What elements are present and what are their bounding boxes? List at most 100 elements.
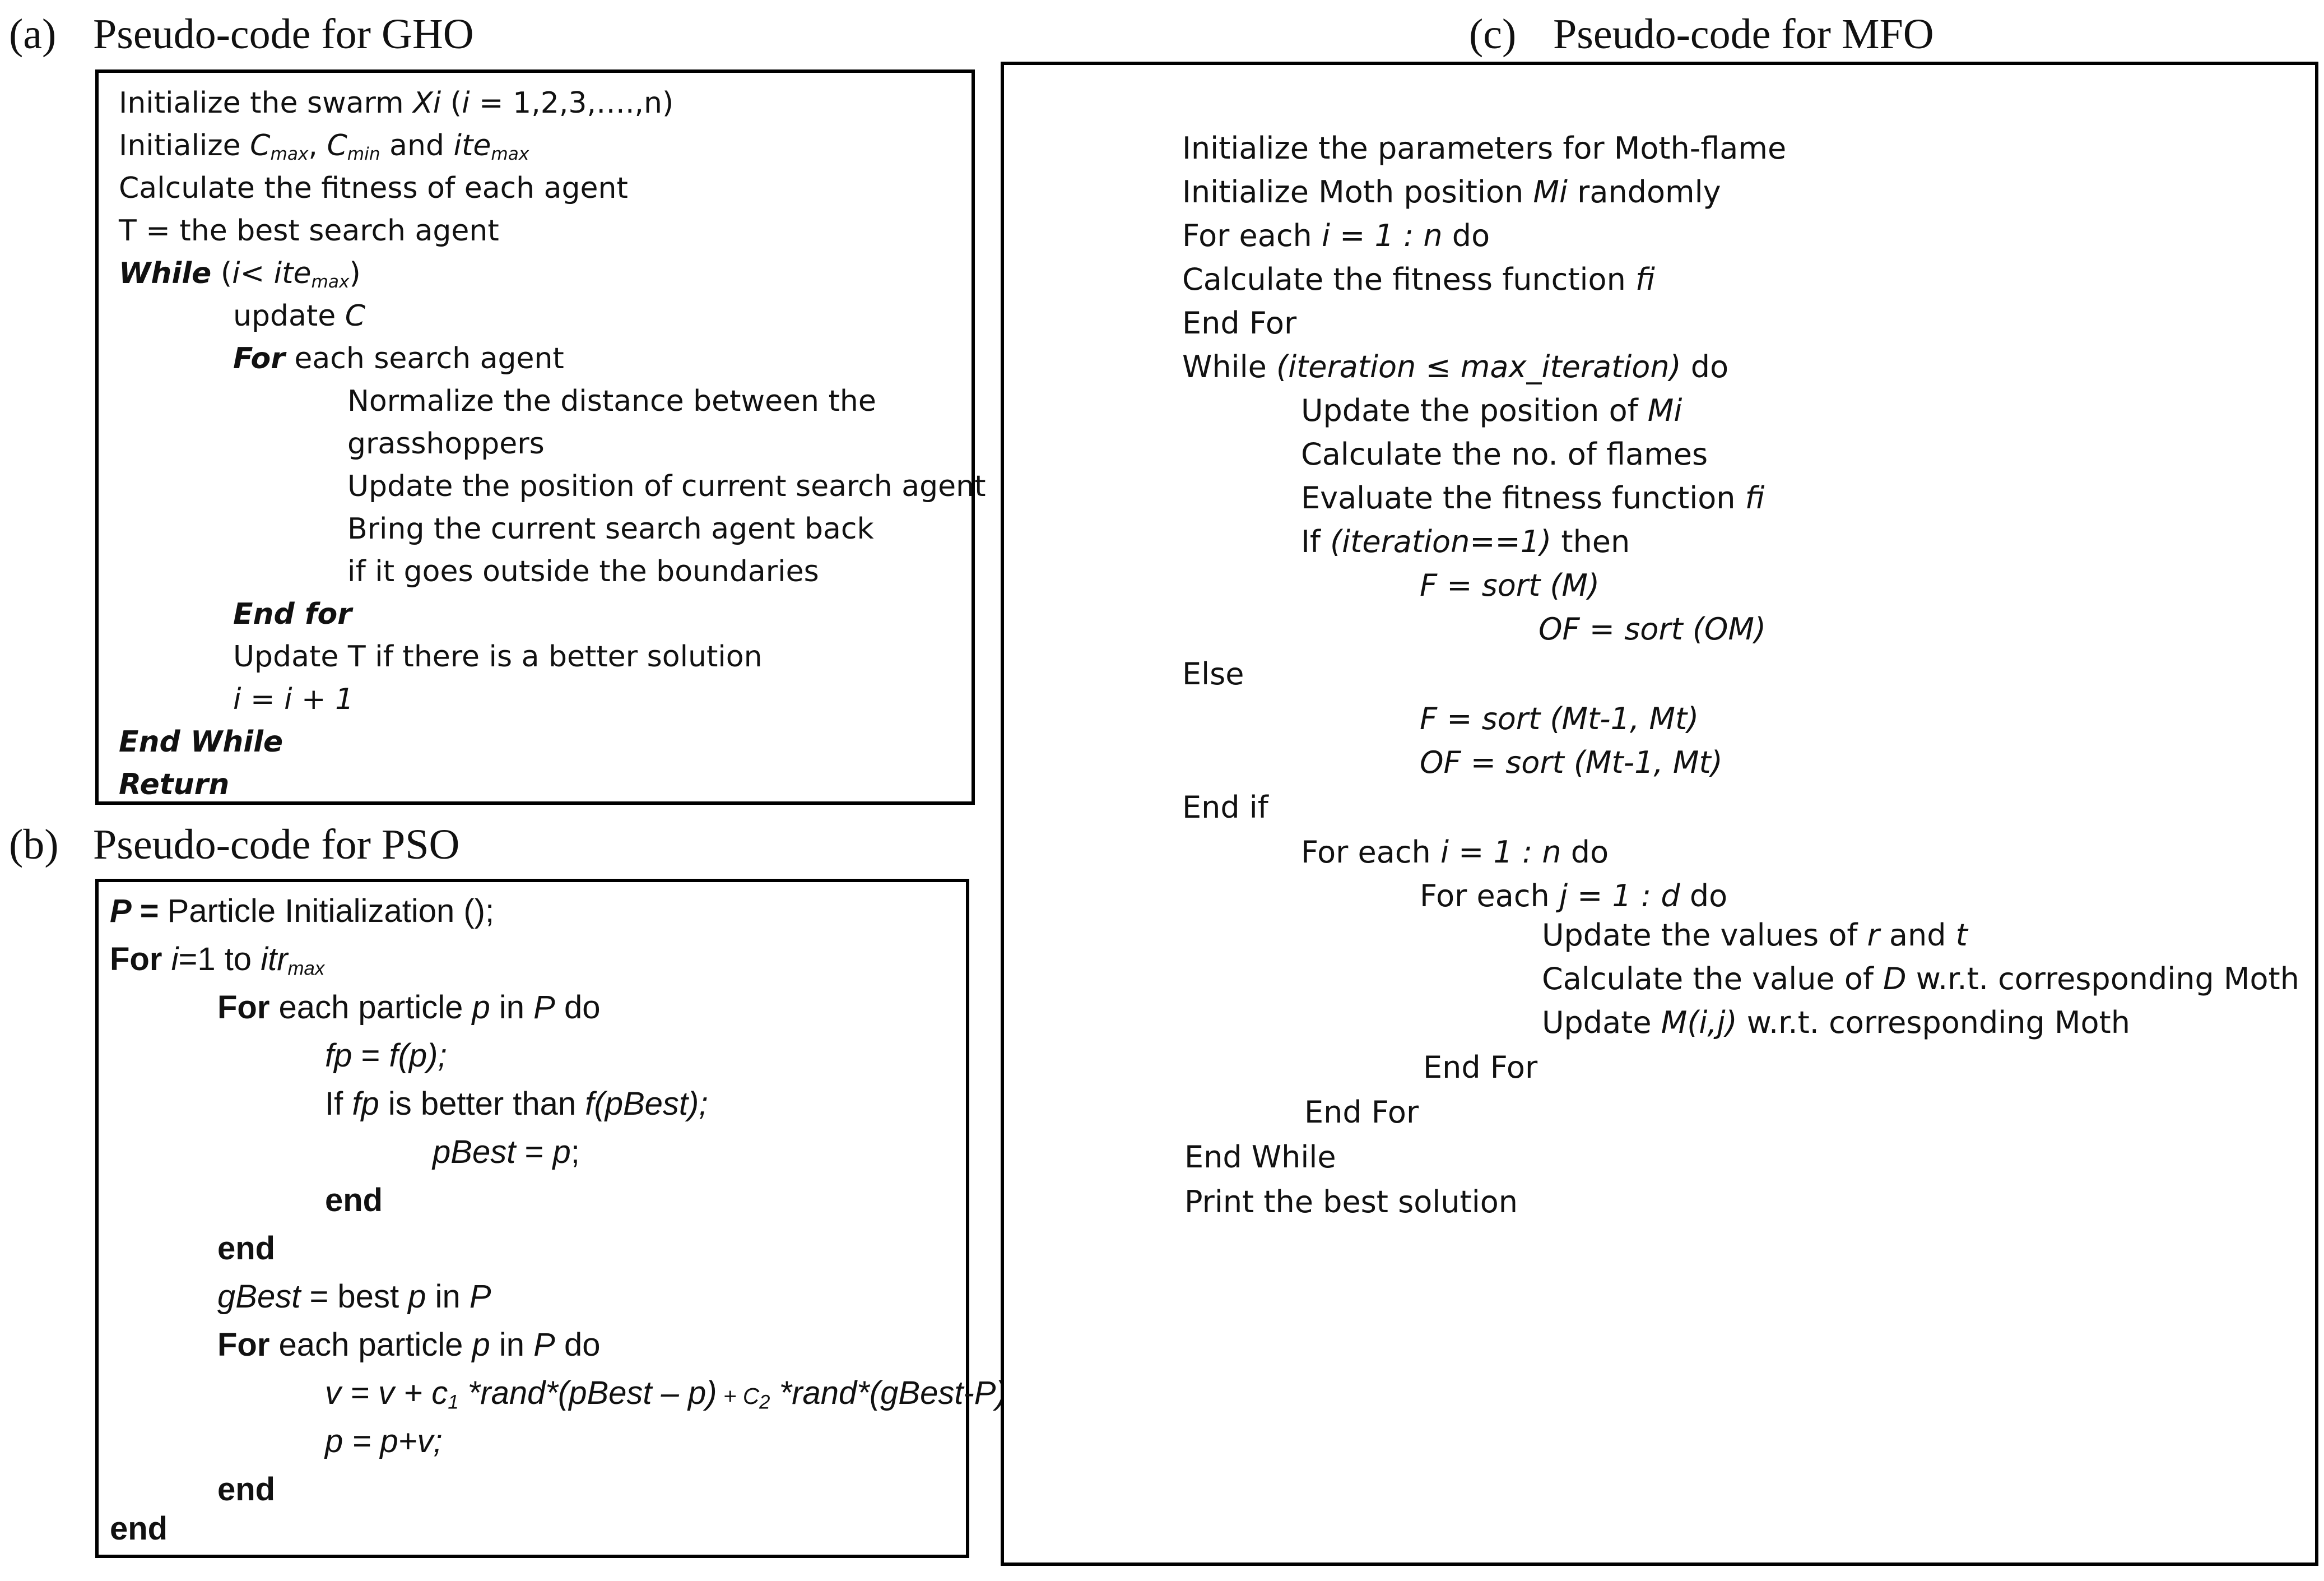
code-line: grasshoppers (347, 427, 545, 461)
code-text: ( (211, 257, 233, 290)
code-text: *rand*(gBest-P); (770, 1375, 1016, 1411)
code-subscript: min (347, 143, 380, 164)
code-text: (iteration==1) (1330, 524, 1552, 559)
code-text: do (1680, 878, 1728, 914)
code-line: Print the best solution (1184, 1184, 1518, 1220)
code-line: P = Particle Initialization (); (110, 888, 494, 935)
code-line: For each particle p in P do (217, 1322, 601, 1369)
code-text: < ite (240, 257, 312, 290)
code-line: End While (1184, 1139, 1336, 1175)
code-line: End For (1304, 1095, 1419, 1130)
code-line: End for (233, 597, 352, 631)
code-text: Update (1542, 1005, 1661, 1040)
code-line: OF = sort (Mt-1, Mt) (1420, 745, 1723, 780)
code-text: D (1883, 961, 1907, 996)
caption-tag: (b) (9, 821, 59, 868)
pso-code-box: P = Particle Initialization (); For i=1 … (95, 879, 1016, 1558)
code-line: Calculate the fitness of each agent (119, 171, 628, 205)
gho-code-box: Initialize the swarm Xi (i = 1,2,3,….,n)… (95, 69, 986, 805)
code-line: Calculate the no. of flames (1301, 437, 1708, 472)
code-keyword: For (217, 1327, 270, 1363)
code-text: ite (453, 129, 491, 163)
code-text: M(i,j) (1661, 1005, 1737, 1040)
code-text: Mi (1533, 174, 1568, 210)
code-text: For each (1182, 218, 1322, 253)
code-text: C (327, 129, 347, 163)
code-text: If (325, 1086, 352, 1122)
code-text: do (555, 1327, 601, 1363)
code-line: end (217, 1471, 276, 1508)
code-subscript: max (311, 271, 350, 292)
code-line: For each j = 1 : d do (1420, 874, 1727, 918)
code-text: C (250, 129, 271, 163)
code-text: + C (717, 1383, 760, 1409)
code-line: For each particle p in P do (217, 984, 601, 1031)
code-line: Update the position of Mi (1301, 389, 1682, 433)
code-text: = best (300, 1278, 408, 1315)
caption-title: Pseudo-code for GHO (93, 11, 474, 58)
code-text: While (1182, 349, 1277, 384)
code-text: in (490, 989, 534, 1026)
code-line: While (iteration ≤ max_iteration) do (1182, 345, 1728, 389)
code-text: Calculate the value of (1542, 961, 1884, 996)
code-text: C (345, 299, 366, 333)
code-text: , (308, 129, 327, 163)
code-line: p = p+v; (325, 1423, 443, 1459)
code-text: f(pBest); (585, 1086, 708, 1122)
code-text: Initialize the swarm (119, 86, 413, 120)
code-text: i (462, 86, 470, 120)
code-line: While (i< itemax) (119, 252, 361, 295)
code-line: T = the best search agent (119, 214, 499, 248)
code-line: fp = f(p); (325, 1032, 447, 1079)
code-text: If (1301, 524, 1331, 559)
code-text (162, 941, 171, 977)
code-text: fp (352, 1086, 379, 1122)
code-text: is better than (379, 1086, 585, 1122)
code-line: End While (119, 725, 283, 759)
code-text: update (233, 299, 345, 333)
code-text: p (408, 1278, 426, 1315)
code-subscript: max (491, 143, 529, 164)
code-subscript: max (287, 957, 325, 980)
code-keyword: P = (110, 893, 159, 929)
code-text: Initialize (119, 129, 250, 163)
code-line: Initialize Cmax, Cmin and itemax (119, 124, 529, 167)
code-line: F = sort (M) (1420, 568, 1600, 603)
code-line: F = sort (Mt-1, Mt) (1420, 701, 1699, 736)
code-line: Bring the current search agent back (347, 512, 874, 546)
code-text: = (352, 1037, 389, 1074)
code-line: For each i = 1 : n do (1301, 831, 1609, 874)
code-text: P (533, 1327, 555, 1363)
code-line: end (110, 1510, 168, 1547)
code-text: =1 to (178, 941, 261, 977)
caption-title: Pseudo-code for MFO (1553, 11, 1934, 58)
code-line: For each search agent (233, 337, 564, 380)
code-text: do (555, 989, 601, 1026)
code-text: each particle (269, 989, 472, 1026)
code-line: update C (233, 295, 365, 337)
code-text: and (380, 129, 454, 163)
code-text: gBest (217, 1278, 301, 1315)
code-keyword: For (110, 941, 162, 977)
caption-title: Pseudo-code for PSO (93, 821, 460, 868)
code-line: pBest = p; (433, 1129, 580, 1176)
code-text: fi (1745, 480, 1765, 516)
code-line: If (iteration==1) then (1301, 520, 1630, 564)
code-line: End For (1182, 305, 1297, 341)
code-text: fi (1635, 262, 1655, 297)
code-text: in (490, 1327, 534, 1363)
caption-gho: (a)Pseudo-code for GHO (9, 9, 474, 59)
code-text: P (533, 989, 555, 1026)
code-line: End if (1182, 790, 1268, 825)
code-line: Update T if there is a better solution (233, 640, 763, 674)
code-text: each search agent (285, 342, 564, 375)
code-line: Calculate the fitness function fi (1182, 258, 1655, 302)
code-text: each particle (269, 1327, 472, 1363)
code-text: Calculate the fitness function (1182, 262, 1635, 297)
code-text: w.r.t. corresponding Moth (1906, 961, 2299, 996)
code-text: Evaluate the fitness function (1301, 480, 1745, 516)
code-text: p (552, 1134, 571, 1170)
code-keyword: For (233, 342, 285, 375)
caption-pso: (b) Pseudo-code for PSO (9, 819, 459, 870)
code-text: ; (570, 1134, 580, 1170)
